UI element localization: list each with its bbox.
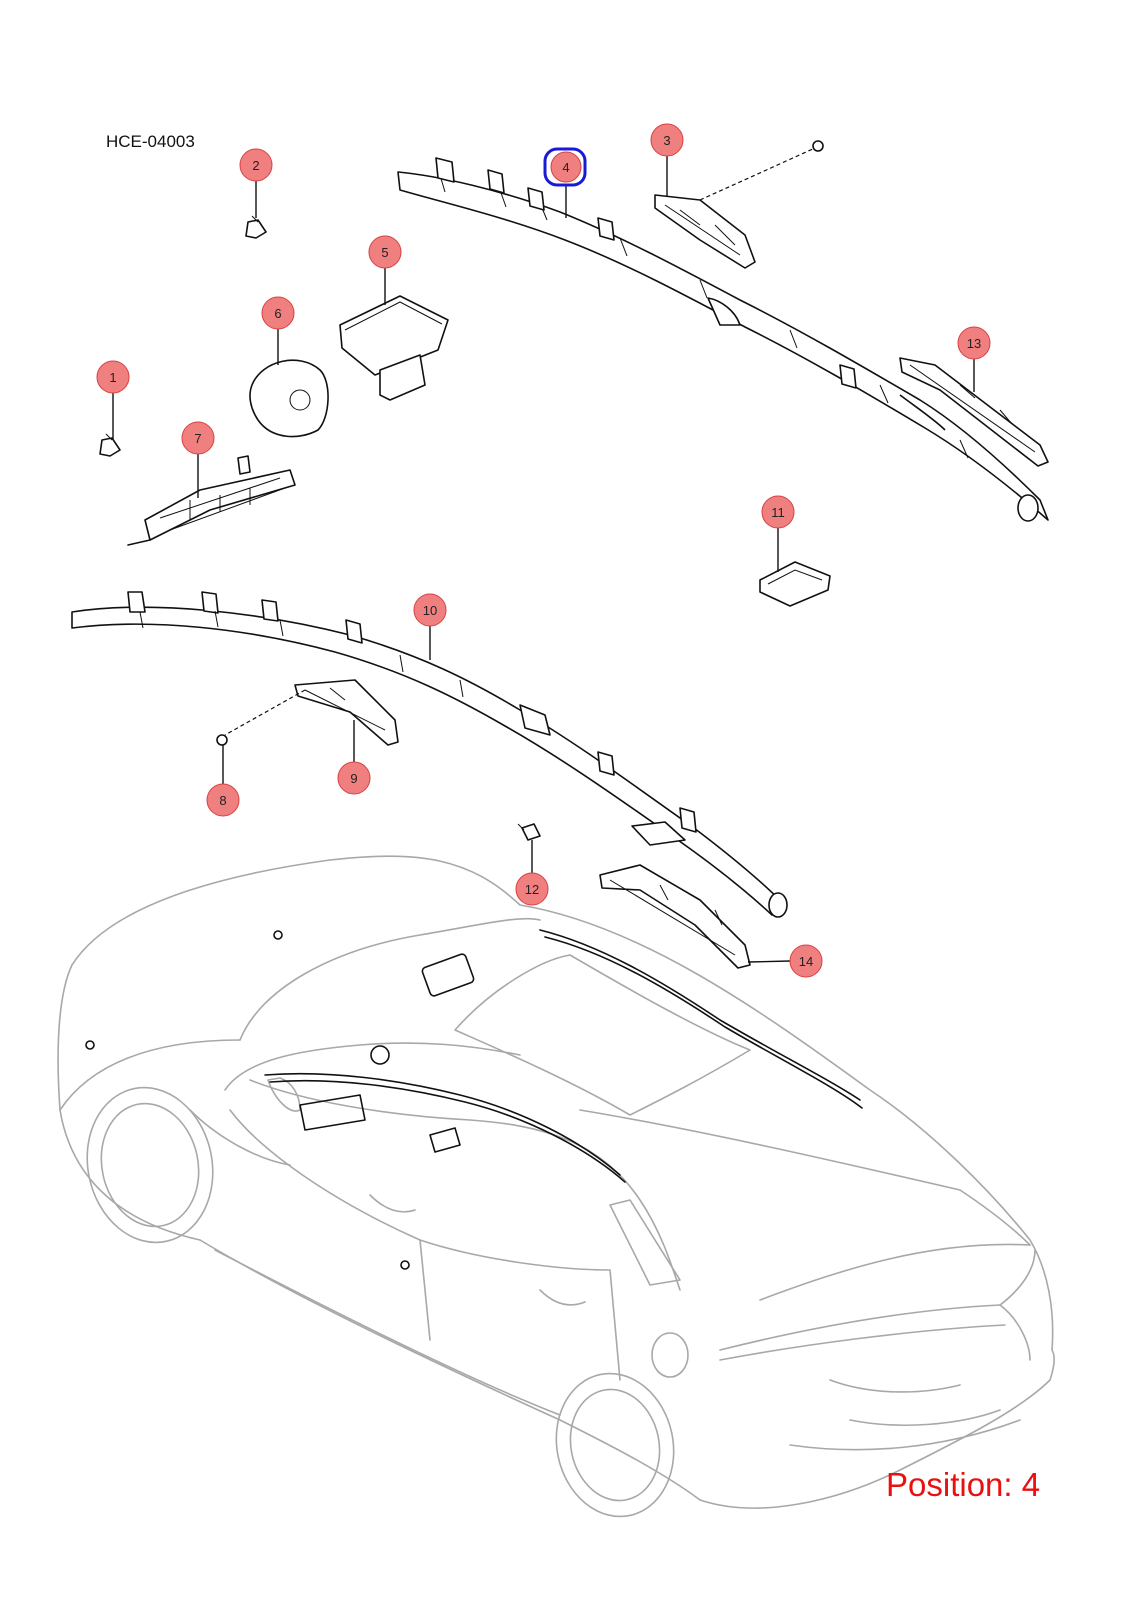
- callout-label: 14: [799, 954, 813, 969]
- installed-parts: [85, 929, 863, 1270]
- callout-label: 8: [219, 793, 226, 808]
- callout-8[interactable]: 8: [206, 783, 240, 817]
- callout-7[interactable]: 7: [181, 421, 215, 455]
- callout-6[interactable]: 6: [261, 296, 295, 330]
- part-11-control-module: [759, 561, 831, 607]
- part-12-sensor: [517, 823, 541, 841]
- part-3-bracket: [654, 140, 824, 269]
- callout-1[interactable]: 1: [96, 360, 130, 394]
- callout-3[interactable]: 3: [650, 123, 684, 157]
- part-4-curtain-airbag-right: [397, 157, 1049, 522]
- callout-label: 10: [423, 603, 437, 618]
- callout-label: 4: [562, 160, 569, 175]
- callout-label: 2: [252, 158, 259, 173]
- callout-label: 3: [663, 133, 670, 148]
- callout-label: 1: [109, 370, 116, 385]
- diagram-code-label: HCE-04003: [106, 132, 195, 151]
- callout-4-selected[interactable]: 4: [543, 147, 587, 187]
- callout-10[interactable]: 10: [413, 593, 447, 627]
- callout-9[interactable]: 9: [337, 761, 371, 795]
- callout-label: 9: [350, 771, 357, 786]
- callout-label: 13: [967, 336, 981, 351]
- part-6-driver-airbag: [249, 359, 329, 438]
- part-7-knee-airbag: [127, 455, 296, 546]
- part-14-bracket: [599, 821, 751, 969]
- callout-5[interactable]: 5: [368, 235, 402, 269]
- callout-2[interactable]: 2: [239, 148, 273, 182]
- part-9-bracket: [224, 679, 399, 746]
- leader-lines: [112, 154, 975, 963]
- callout-label: 7: [194, 431, 201, 446]
- part-5-passenger-airbag: [339, 295, 449, 401]
- callout-12[interactable]: 12: [515, 872, 549, 906]
- part-10-curtain-airbag-left: [71, 591, 788, 918]
- position-label: Position: 4: [886, 1466, 1041, 1503]
- callout-label: 11: [771, 505, 785, 520]
- callout-label: 12: [525, 882, 539, 897]
- part-2-clip: [245, 215, 267, 239]
- callout-13[interactable]: 13: [957, 326, 991, 360]
- part-13-bracket: [899, 357, 1049, 467]
- part-8-bolt: [216, 734, 228, 746]
- vehicle-outline: [57, 855, 1055, 1518]
- callout-11[interactable]: 11: [761, 495, 795, 529]
- callout-label: 6: [274, 306, 281, 321]
- callout-label: 5: [381, 245, 388, 260]
- callout-14[interactable]: 14: [789, 944, 823, 978]
- part-1-clip: [99, 433, 121, 457]
